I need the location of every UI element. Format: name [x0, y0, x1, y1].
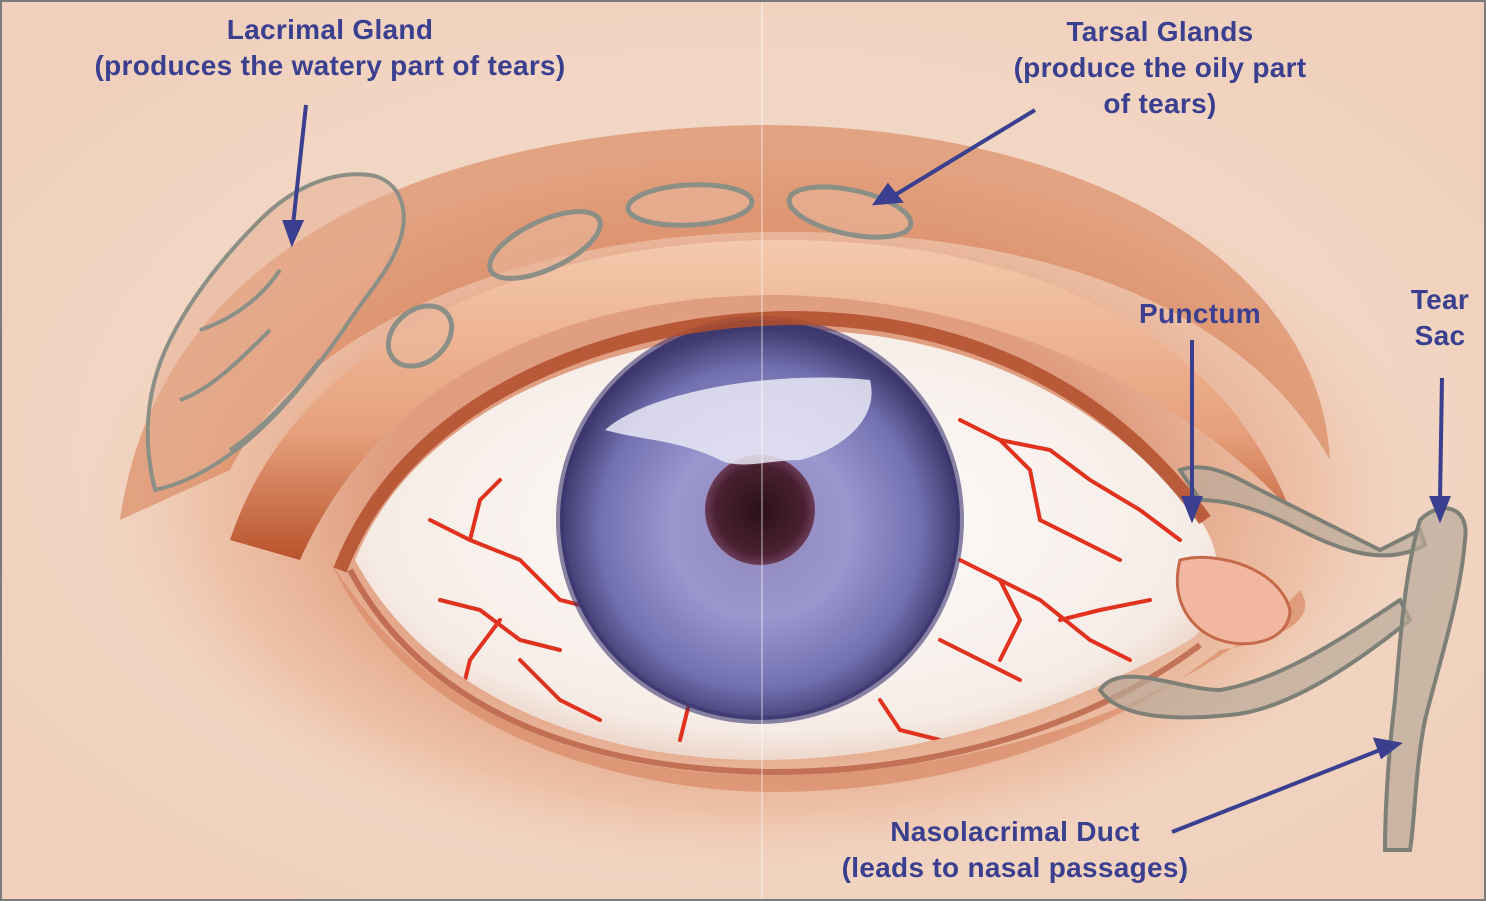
lacrimal-gland-title: Lacrimal Gland: [30, 12, 630, 48]
tarsal-glands-desc-2: of tears): [950, 86, 1370, 122]
label-nasolacrimal-duct: Nasolacrimal Duct (leads to nasal passag…: [790, 814, 1240, 886]
label-tear-sac: Tear Sac: [1395, 282, 1485, 354]
tarsal-glands-desc-1: (produce the oily part: [950, 50, 1370, 86]
arrow-tear-sac: [1440, 378, 1442, 500]
nasolacrimal-duct-title: Nasolacrimal Duct: [790, 814, 1240, 850]
tear-sac-line-2: Sac: [1395, 318, 1485, 354]
label-punctum: Punctum: [1110, 296, 1290, 332]
tarsal-glands-title: Tarsal Glands: [950, 14, 1370, 50]
tear-sac-line-1: Tear: [1395, 282, 1485, 318]
nasolacrimal-duct-desc: (leads to nasal passages): [790, 850, 1240, 886]
punctum-title: Punctum: [1110, 296, 1290, 332]
pupil: [705, 455, 815, 565]
lacrimal-gland-desc: (produces the watery part of tears): [30, 48, 630, 84]
label-lacrimal-gland: Lacrimal Gland (produces the watery part…: [30, 12, 630, 84]
label-tarsal-glands: Tarsal Glands (produce the oily part of …: [950, 14, 1370, 122]
